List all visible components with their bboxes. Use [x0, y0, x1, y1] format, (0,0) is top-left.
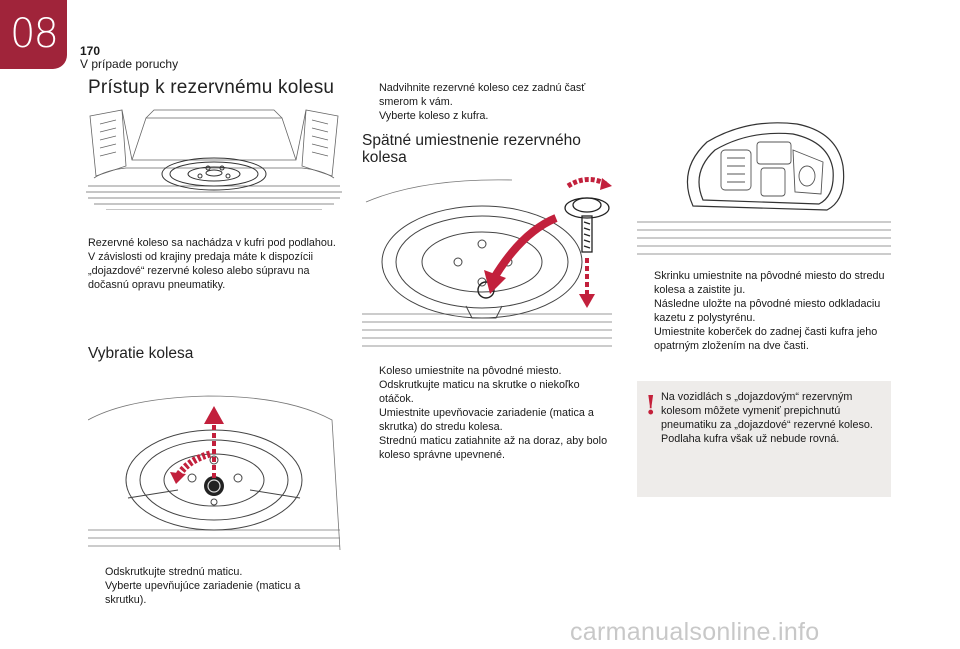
- list-item: Umiestnite koberček do zadnej časti kufr…: [654, 326, 878, 352]
- chapter-tab: 08: [0, 0, 67, 69]
- subtitle-remove-wheel: Vybratie kolesa: [88, 345, 194, 362]
- storage-box-illustration: [637, 122, 891, 255]
- remove-wheel-illustration: [88, 395, 341, 551]
- remove-steps-list: Odskrutkujte strednú maticu. Vyberte upe…: [88, 565, 328, 607]
- list-item: Koleso umiestnite na pôvodné miesto.: [379, 365, 562, 377]
- lift-steps-list: Nadvihnite rezervné koleso cez zadnú čas…: [362, 81, 612, 123]
- page-number: 170: [80, 44, 101, 58]
- refit-wheel-illustration: [362, 177, 612, 347]
- subtitle-refit-wheel: Spätné umiestnenie rezervného kolesa: [362, 132, 581, 166]
- refit-steps-list: Koleso umiestnite na pôvodné miesto. Ods…: [362, 364, 614, 462]
- list-item: Strednú maticu zatiahnite až na doraz, a…: [379, 435, 608, 461]
- list-item: Následne uložte na pôvodné miesto odklad…: [654, 298, 881, 324]
- list-item: Odskrutkujte strednú maticu.: [105, 566, 243, 578]
- trunk-illustration: [86, 109, 342, 210]
- watermark: carmanualsonline.info: [570, 618, 820, 646]
- intro-paragraph: Rezervné koleso sa nachádza v kufri pod …: [88, 237, 336, 291]
- list-item: Nadvihnite rezervné koleso cez zadnú čas…: [379, 82, 586, 108]
- warning-note-text: Na vozidlách s „dojazdovým“ rezervným ko…: [661, 391, 873, 445]
- list-item: Umiestnite upevňovacie zariadenie (matic…: [379, 407, 594, 433]
- section-name: V prípade poruchy: [80, 57, 179, 71]
- list-item: Odskrutkujte maticu na skrutke o niekoľk…: [379, 379, 580, 405]
- list-item: Skrinku umiestnite na pôvodné miesto do …: [654, 270, 885, 296]
- page-title: Prístup k rezervnému kolesu: [88, 77, 335, 98]
- list-item: Vyberte koleso z kufra.: [379, 110, 489, 122]
- list-item: Vyberte upevňujúce zariadenie (maticu a …: [105, 580, 301, 606]
- warning-note: ! Na vozidlách s „dojazdovým“ rezervným …: [637, 381, 891, 497]
- storage-steps-list: Skrinku umiestnite na pôvodné miesto do …: [637, 269, 891, 353]
- warning-icon: !: [645, 391, 657, 421]
